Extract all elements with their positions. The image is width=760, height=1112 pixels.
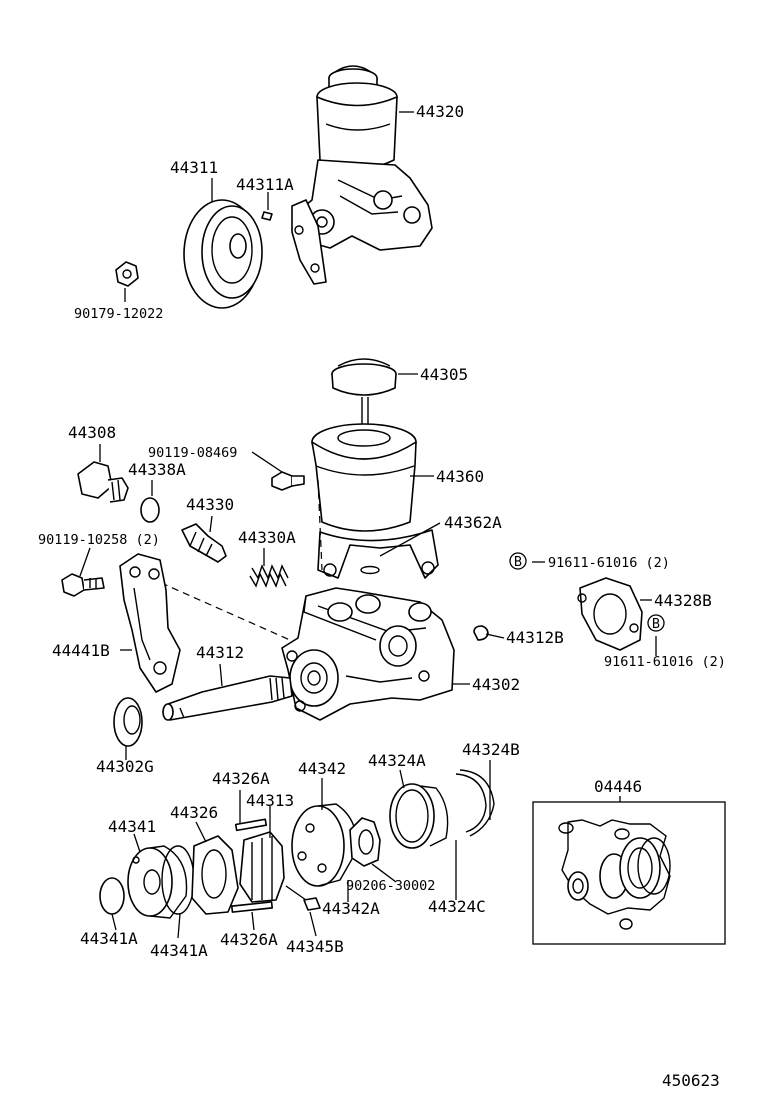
callout-44342a: 44342A bbox=[322, 899, 380, 918]
callout-44341a-left: 44341A bbox=[80, 929, 138, 948]
callout-44342: 44342 bbox=[298, 759, 346, 778]
reservoir-group bbox=[311, 358, 439, 579]
callout-44308: 44308 bbox=[68, 423, 116, 442]
callout-44313: 44313 bbox=[246, 791, 294, 810]
callout-90119-10258: 90119-10258 (2) bbox=[38, 532, 160, 548]
callout-90179-12022: 90179-12022 bbox=[74, 306, 163, 322]
callout-44311: 44311 bbox=[170, 158, 218, 177]
callout-44312: 44312 bbox=[196, 643, 244, 662]
callout-44328b: 44328B bbox=[654, 591, 712, 610]
top-pump-assembly bbox=[115, 65, 433, 309]
callout-44360: 44360 bbox=[436, 467, 484, 486]
callout-44330: 44330 bbox=[186, 495, 234, 514]
callout-44324c: 44324C bbox=[428, 897, 486, 916]
callout-44326a-upper: 44326A bbox=[212, 769, 270, 788]
callout-44345b: 44345B bbox=[286, 937, 344, 956]
callout-44441b: 44441B bbox=[52, 641, 110, 660]
gasket-kit-box bbox=[532, 801, 726, 945]
callout-44302: 44302 bbox=[472, 675, 520, 694]
b-marker-circle bbox=[509, 552, 527, 570]
callout-44341: 44341 bbox=[108, 817, 156, 836]
pump-body-group bbox=[149, 479, 455, 721]
callout-91611-61016-lower: 91611-61016 (2) bbox=[604, 654, 726, 670]
right-parts-group bbox=[473, 577, 643, 651]
callout-44330a: 44330A bbox=[238, 528, 296, 547]
b-marker-2: B bbox=[652, 616, 660, 632]
callout-44302g: 44302G bbox=[96, 757, 154, 776]
callout-44326: 44326 bbox=[170, 803, 218, 822]
callout-44326a-lower: 44326A bbox=[220, 930, 278, 949]
callout-44305: 44305 bbox=[420, 365, 468, 384]
left-parts-group bbox=[61, 461, 305, 747]
callout-44311a: 44311A bbox=[236, 175, 294, 194]
diagram-id: 450623 bbox=[662, 1071, 720, 1090]
callout-90119-08469: 90119-08469 bbox=[148, 445, 237, 461]
b-marker-circle bbox=[647, 614, 665, 632]
callout-44362a: 44362A bbox=[444, 513, 502, 532]
callout-44320: 44320 bbox=[416, 102, 464, 121]
cartridge-group bbox=[99, 769, 495, 919]
callout-04446: 04446 bbox=[594, 777, 642, 796]
b-marker-1: B bbox=[514, 554, 522, 570]
callout-91611-61016-upper: 91611-61016 (2) bbox=[548, 555, 670, 571]
callout-44312b: 44312B bbox=[506, 628, 564, 647]
callout-44324a: 44324A bbox=[368, 751, 426, 770]
callout-90206-30002: 90206-30002 bbox=[346, 878, 435, 894]
callout-44341a-bottom: 44341A bbox=[150, 941, 208, 960]
callout-44338a: 44338A bbox=[128, 460, 186, 479]
callout-44324b: 44324B bbox=[462, 740, 520, 759]
